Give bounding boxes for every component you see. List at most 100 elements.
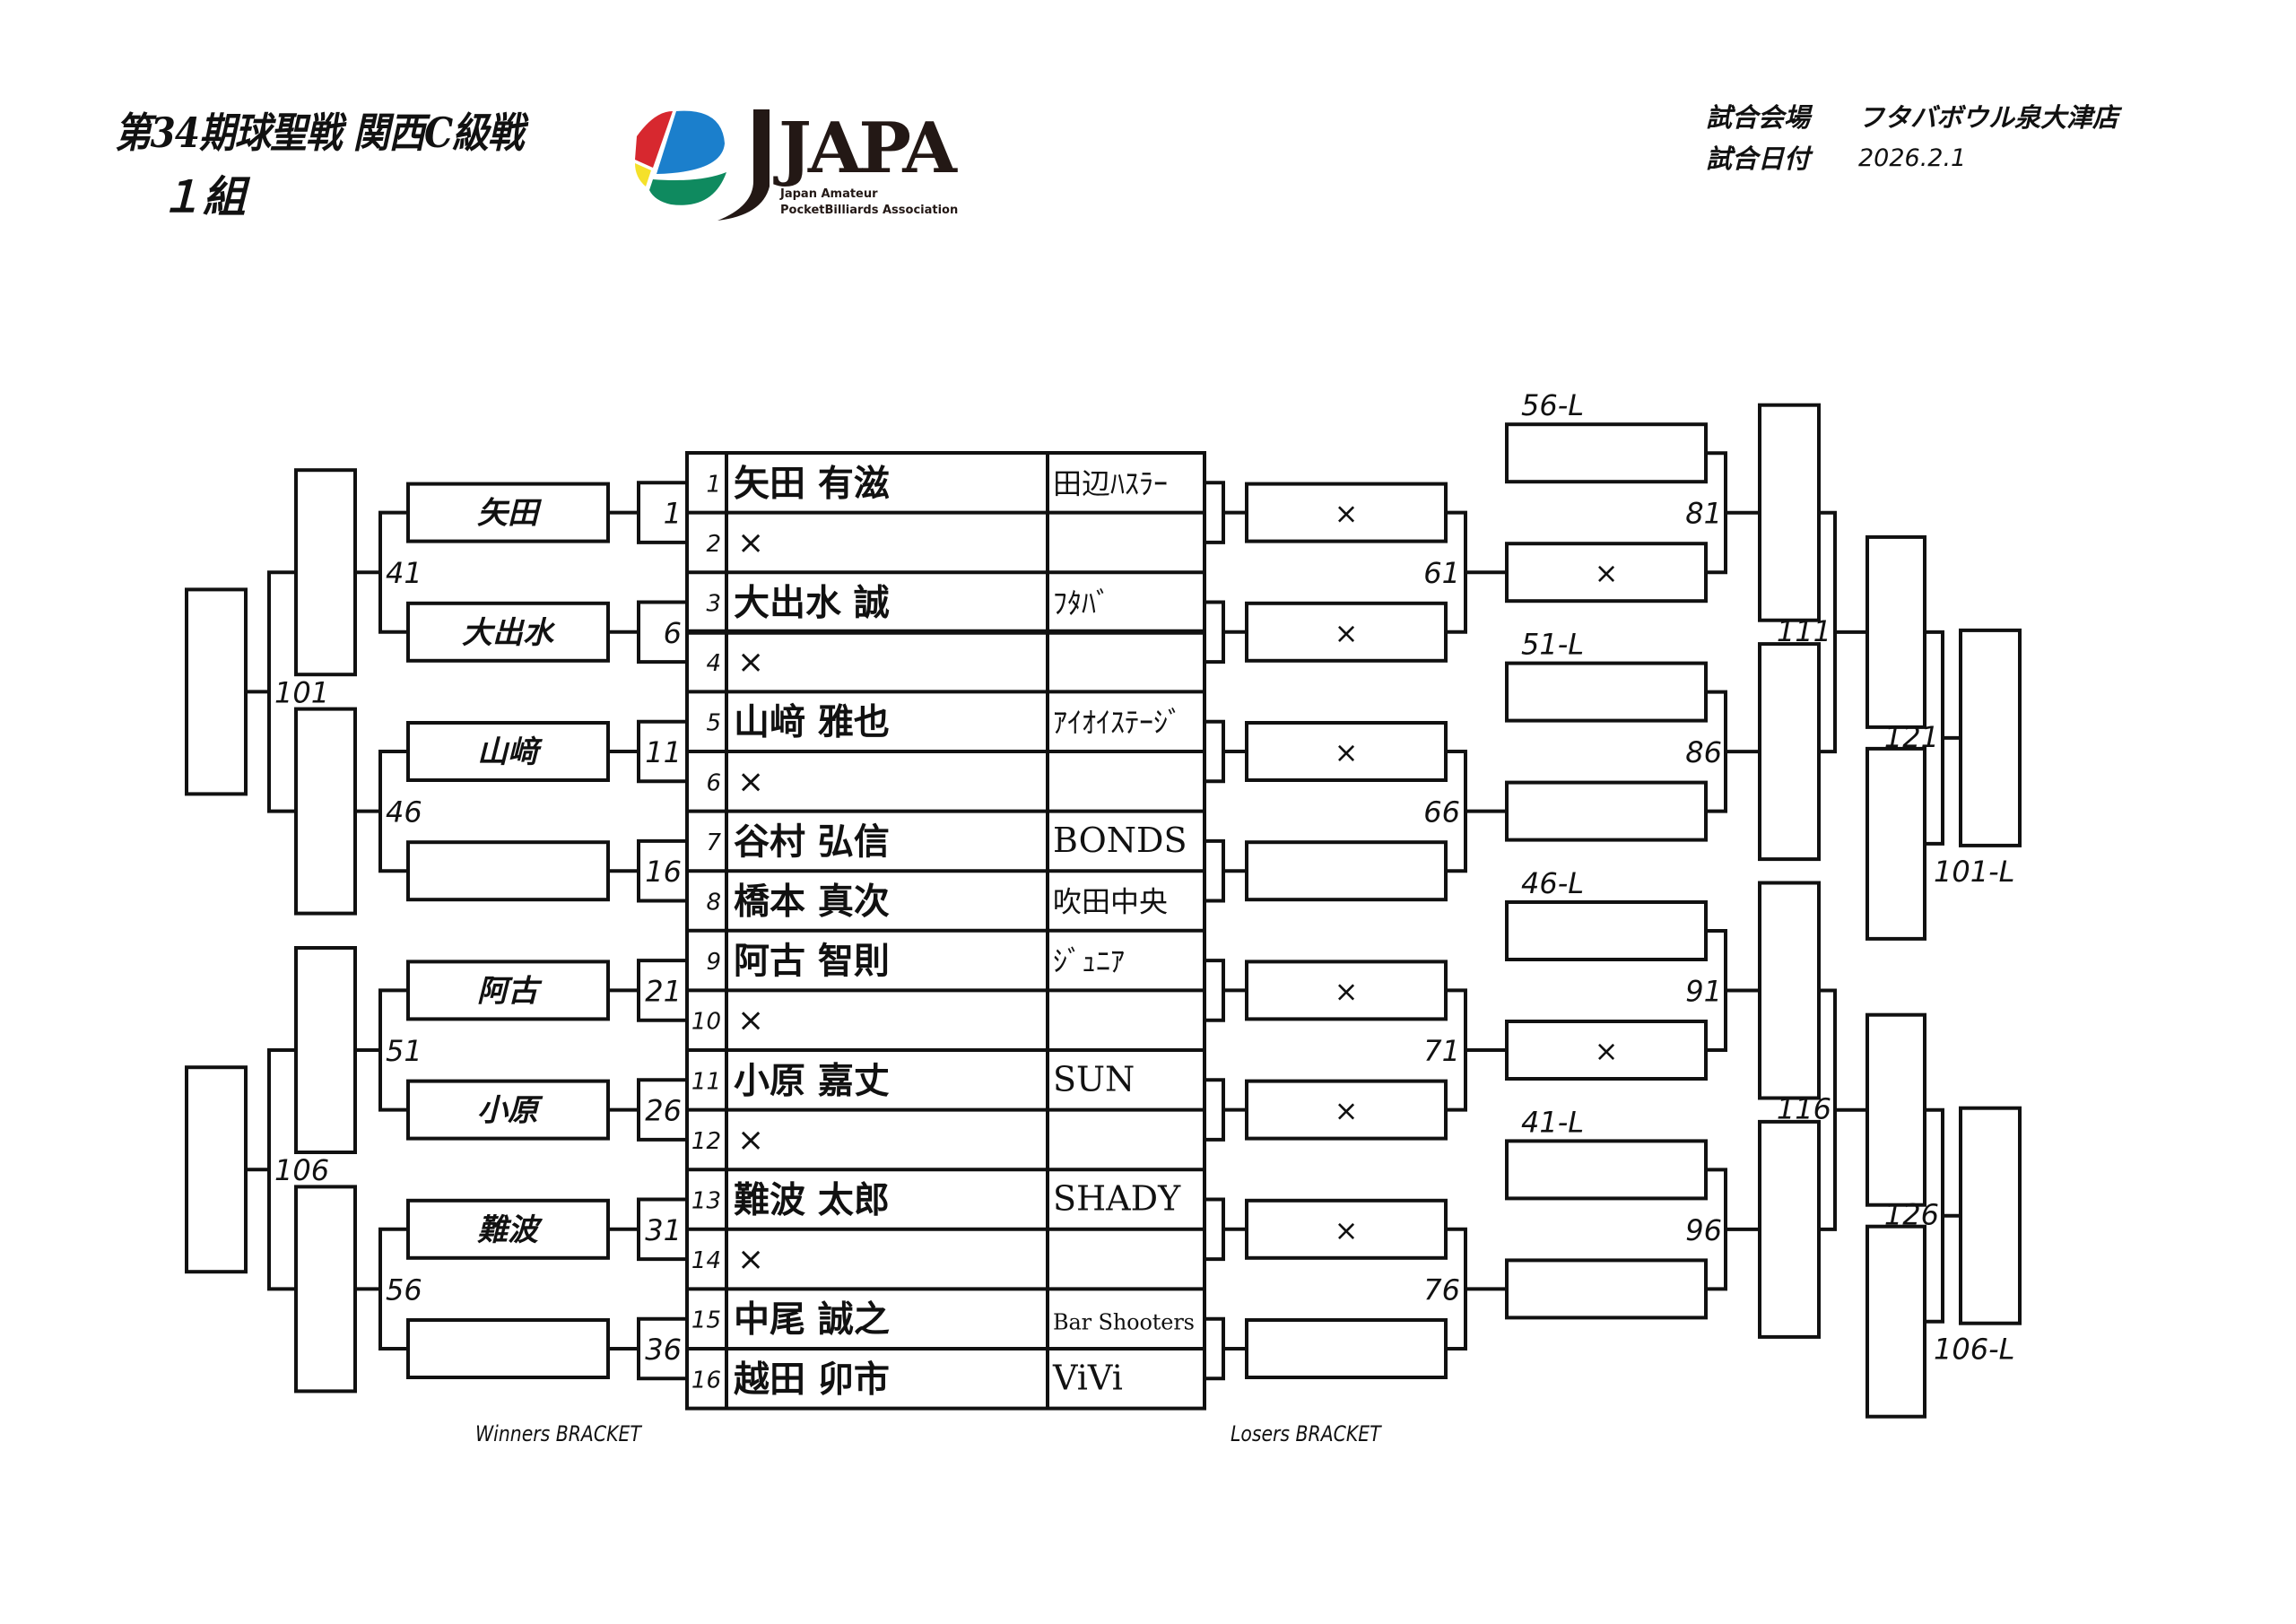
winners-r1-winner-name: 矢田 [477, 496, 543, 532]
match-number: 26 [645, 1094, 682, 1128]
player-team: BONDS [1053, 821, 1187, 860]
match-number: 1 [664, 497, 682, 531]
player-name: 小原 嘉丈 [734, 1059, 890, 1101]
drop-in-label: 101-L [1934, 855, 2014, 889]
drop-in-label: 51-L [1521, 628, 1584, 662]
match-number: 91 [1685, 975, 1722, 1009]
winners-r1-winner-box [406, 721, 610, 782]
bye-mark: × [1335, 735, 1359, 769]
date-label: 試合日付 [1706, 143, 1811, 174]
losers-bracket-label: Losers BRACKET [1231, 1421, 1381, 1446]
winners-r1-winner-box [406, 840, 610, 902]
winners-r1-winner-name: 難波 [477, 1212, 544, 1248]
seed-number: 2 [706, 531, 721, 558]
match-number: 31 [645, 1213, 682, 1247]
losers-r4-drop-box [1866, 746, 1926, 941]
losers-r2-winner-entry-box [1505, 542, 1708, 604]
match-number: 56 [386, 1272, 422, 1307]
match-number: 16 [645, 855, 682, 889]
drop-in-label: 56-L [1521, 388, 1584, 422]
losers-r3-entry-box [1758, 403, 1821, 622]
seed-number: 9 [706, 949, 721, 976]
losers-r1-entry-box [1245, 840, 1448, 902]
logo-wordmark: JAPA [773, 108, 958, 189]
bye-mark: × [737, 525, 764, 561]
winners-bracket-label: Winners BRACKET [475, 1421, 641, 1446]
date-value: 2026.2.1 [1858, 144, 1967, 172]
player-name: 阿古 智則 [734, 940, 890, 982]
losers-r4-winner-box [1959, 628, 2022, 847]
losers-r2-drop-box [1505, 900, 1708, 961]
match-number: 81 [1685, 497, 1722, 531]
bye-mark: × [737, 763, 764, 800]
losers-r2-winner-entry-box [1505, 780, 1708, 842]
seed-number: 8 [706, 890, 721, 916]
winners-r3-winner-box [185, 1065, 248, 1274]
losers-r4-drop-box [1866, 1224, 1926, 1419]
winners-r1-winner-name: 小原 [477, 1093, 544, 1129]
bye-mark: × [737, 1122, 764, 1159]
losers-r3-entry-box [1758, 1119, 1821, 1339]
player-name: 大出水 誠 [734, 582, 890, 624]
winners-r1-winner-box [406, 482, 610, 543]
player-team: ViVi [1052, 1358, 1123, 1397]
losers-r1-feed-connector [1205, 481, 1225, 544]
losers-r1-feed-connector [1205, 1316, 1225, 1381]
player-team: ﾌﾀﾊﾞ [1053, 586, 1110, 621]
match-number: 121 [1884, 720, 1939, 754]
venue-value: フタバボウル泉大津店 [1858, 102, 2119, 133]
match-number: 41 [386, 556, 422, 590]
logo-red-segment [635, 111, 673, 168]
date-row: 試合日付 2026.2.1 [1706, 138, 2118, 179]
winners-r1-winner-box [406, 601, 610, 663]
losers-r4-winner-entry-box [1866, 1012, 1926, 1207]
winners-r2-winner-box [294, 468, 357, 677]
losers-r1-entry-box [1245, 1079, 1448, 1141]
bye-mark: × [1595, 1034, 1619, 1068]
bye-mark: × [737, 1003, 764, 1039]
match-number: 36 [645, 1333, 682, 1367]
player-name: 橋本 真次 [734, 881, 890, 923]
seed-number: 1 [706, 471, 721, 498]
winners-r3-winner-box [185, 587, 248, 796]
losers-r3-entry-box [1758, 642, 1821, 862]
logo-line2: PocketBilliards Association [780, 204, 958, 217]
seed-number: 5 [706, 710, 721, 737]
match-number: 51 [386, 1034, 422, 1068]
drop-in-label: 46-L [1521, 866, 1584, 900]
match-number: 21 [645, 974, 682, 1008]
player-team: ｱｲｵｲｽﾃｰｼﾞ [1053, 706, 1182, 740]
winners-r1-winner-box [406, 1079, 610, 1141]
losers-r1-entry-box [1245, 960, 1448, 1021]
bye-mark: × [1335, 497, 1359, 531]
bye-mark: × [1335, 1213, 1359, 1247]
losers-r2-winner-entry-box [1505, 1020, 1708, 1081]
bye-mark: × [737, 1241, 764, 1278]
match-number: 101 [274, 675, 329, 709]
winners-r1-winner-box [406, 1318, 610, 1379]
match-number: 71 [1423, 1034, 1460, 1068]
venue-row: 試合会場 フタバボウル泉大津店 [1706, 97, 2118, 138]
player-name: 越田 卯市 [734, 1358, 890, 1400]
player-team: ｼﾞｭﾆｱ [1053, 944, 1125, 978]
losers-r1-entry-box [1245, 482, 1448, 543]
player-team: SUN [1053, 1059, 1135, 1099]
losers-r1-entry-box [1245, 1198, 1448, 1260]
player-team: Bar Shooters [1053, 1310, 1195, 1335]
bye-mark: × [737, 644, 764, 681]
seed-number: 6 [706, 769, 721, 796]
losers-r1-feed-connector [1205, 1078, 1225, 1142]
player-team: 田辺ﾊｽﾗｰ [1053, 466, 1168, 500]
winners-r2-winner-box [294, 707, 357, 916]
logo-line1: Japan Amateur [779, 187, 878, 201]
losers-r1-feed-connector [1205, 838, 1225, 903]
player-name: 難波 太郎 [734, 1179, 890, 1221]
drop-in-label: 41-L [1521, 1105, 1584, 1139]
winners-r2-winner-box [294, 1185, 357, 1394]
winners-r1-winner-name: 大出水 [462, 615, 556, 651]
seed-number: 12 [691, 1128, 721, 1155]
match-number: 111 [1777, 614, 1831, 648]
japa-logo: JAPA Japan Amateur PocketBilliards Assoc… [628, 100, 978, 228]
match-number: 96 [1685, 1213, 1722, 1247]
seed-number: 11 [691, 1068, 721, 1095]
